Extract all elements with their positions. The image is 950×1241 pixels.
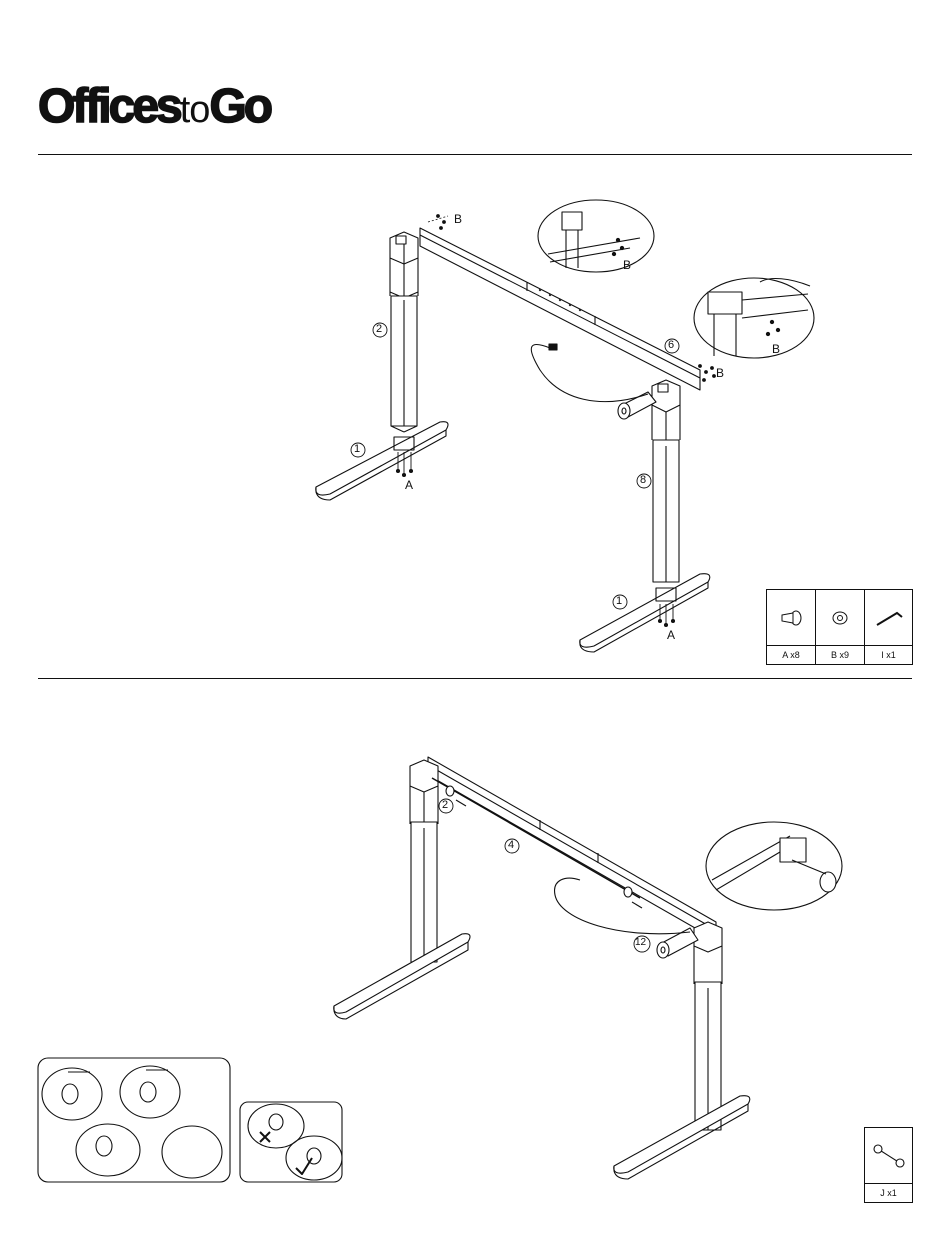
frame-motor	[657, 928, 698, 958]
callout-frame-beam: 4	[508, 839, 514, 851]
shaft	[432, 778, 642, 908]
part-label-j: J x1	[865, 1184, 912, 1202]
frame-right-base	[614, 1096, 750, 1179]
callout-motor: 12	[635, 937, 646, 948]
frame-left-column	[410, 760, 438, 962]
detail-circle-motor	[706, 822, 842, 910]
frame-right-column	[694, 922, 722, 1130]
part-cell-j: J x1	[865, 1128, 912, 1202]
inset-cable-routing	[38, 1058, 230, 1182]
frame-left-base	[334, 934, 470, 1019]
parts-table-step2: J x1	[864, 1127, 913, 1203]
frame-beam	[428, 757, 716, 940]
inset-check	[240, 1102, 342, 1182]
wrench-icon	[872, 1143, 906, 1169]
callout-shaft: 2	[442, 799, 448, 811]
